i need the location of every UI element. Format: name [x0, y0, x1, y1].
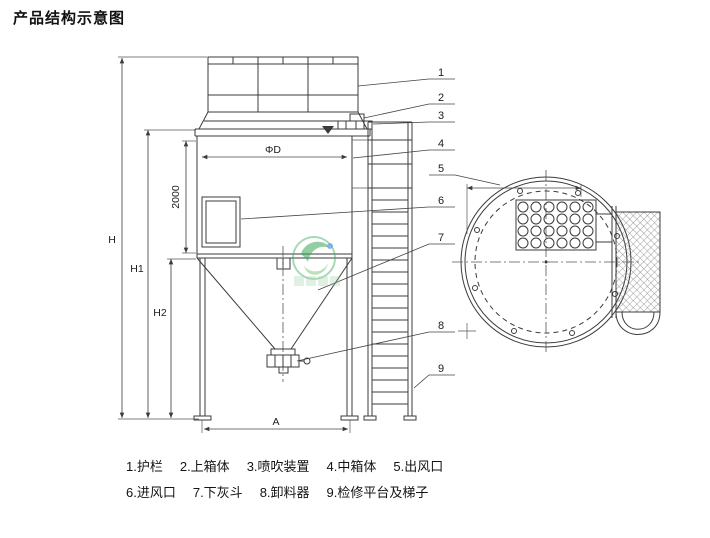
dim-label-H: H [108, 234, 116, 246]
legend-row-1: 1.护栏 2.上箱体 3.喷吹装置 4.中箱体 5.出风口 [126, 456, 443, 475]
watermark-text-blur [294, 276, 340, 286]
page-title: 产品结构示意图 [13, 10, 126, 27]
legend-item-7: 7.下灰斗 [192, 485, 243, 500]
parts-legend: 1.护栏 2.上箱体 3.喷吹装置 4.中箱体 5.出风口 6.进风口 7.下灰… [126, 456, 443, 508]
legend-item-9: 9.检修平台及梯子 [326, 485, 429, 500]
callout-6: 6 [438, 195, 444, 207]
callouts: 1 2 3 4 5 6 7 8 9 [240, 67, 501, 389]
legend-item-4: 4.中箱体 [326, 459, 377, 474]
dim-label-phiD: ΦD [265, 144, 281, 156]
callout-9: 9 [438, 363, 444, 375]
legend-item-6: 6.进风口 [126, 485, 176, 500]
legend-item-1: 1.护栏 [126, 459, 163, 474]
watermark-logo [292, 236, 340, 286]
callout-1: 1 [438, 67, 444, 79]
flow-arrow-icon [322, 126, 334, 134]
top-view-dimensions [458, 184, 582, 339]
legend-item-5: 5.出风口 [393, 459, 444, 474]
ladder-platform [352, 121, 417, 421]
legend-item-8: 8.卸料器 [259, 485, 310, 500]
discharger [266, 348, 311, 374]
legend-item-3: 3.喷吹装置 [246, 459, 310, 474]
dim-label-H1: H1 [130, 263, 144, 275]
pulse-jet-device [322, 113, 373, 134]
callout-2: 2 [438, 92, 444, 104]
callout-5: 5 [438, 163, 444, 175]
callout-7: 7 [438, 232, 444, 244]
callout-3: 3 [438, 110, 444, 122]
dim-label-A: A [272, 416, 279, 428]
dim-label-2000: 2000 [170, 185, 182, 209]
middle-box [196, 136, 353, 259]
bag-hole-bundle [515, 199, 612, 251]
outlet-elbow [615, 311, 661, 335]
inlet-port [201, 196, 241, 248]
legend-row-2: 6.进风口 7.下灰斗 8.卸料器 9.检修平台及梯子 [126, 482, 443, 501]
dimensions: H H1 H2 2000 ΦD A [108, 56, 351, 433]
upper-box [194, 111, 371, 137]
legend-item-2: 2.上箱体 [179, 459, 230, 474]
dim-label-H2: H2 [153, 307, 167, 319]
top-guardrail [207, 56, 359, 113]
support-legs [193, 258, 359, 421]
top-view [452, 170, 661, 354]
callout-4: 4 [438, 138, 444, 150]
outlet-duct [611, 206, 661, 335]
callout-8: 8 [438, 320, 444, 332]
